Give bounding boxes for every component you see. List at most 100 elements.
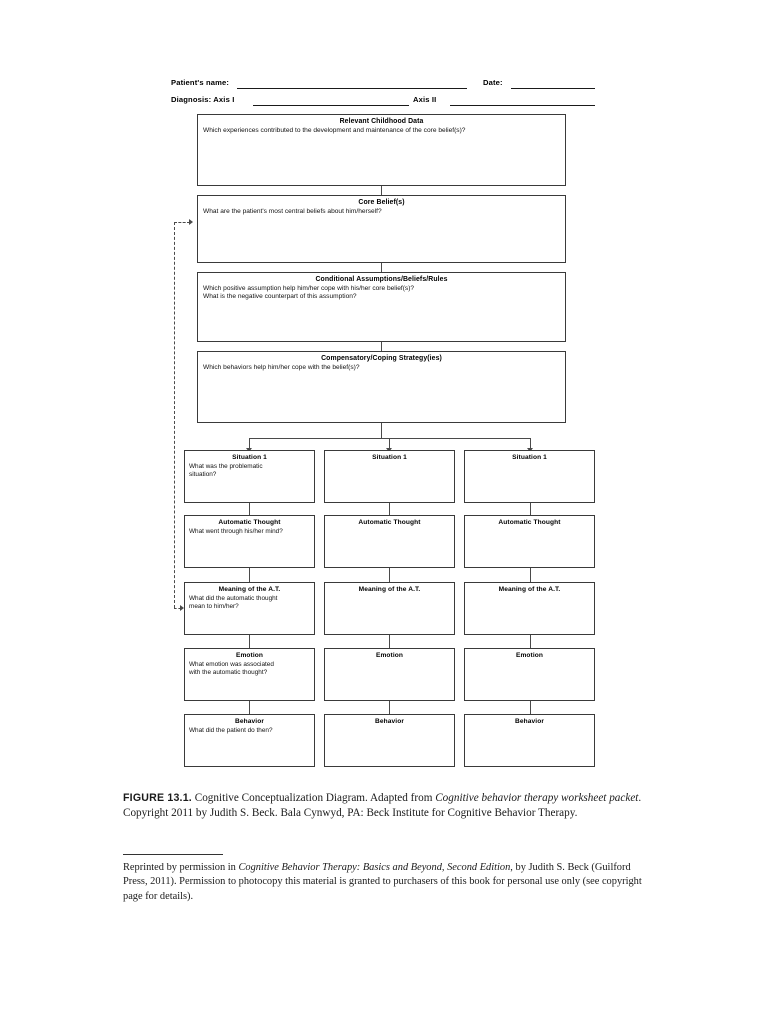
- connector-col2-meaning-to-emotion: [389, 635, 390, 648]
- box-behavior-col3[interactable]: Behavior: [464, 714, 595, 767]
- box-title: Meaning of the A.T.: [498, 586, 561, 593]
- connector-col3-at-to-meaning: [530, 568, 531, 582]
- connector-col2-emotion-to-behavior: [389, 701, 390, 714]
- box-situation-col3[interactable]: Situation 1: [464, 450, 595, 503]
- prompt-line: with the automatic thought?: [189, 668, 268, 676]
- feedback-loop-top-segment: [174, 222, 190, 223]
- box-behavior-col1[interactable]: Behavior What did the patient do then?: [184, 714, 315, 767]
- connector-assumptions-to-strategies: [381, 342, 382, 351]
- box-title: Compensatory/Coping Strategy(ies): [321, 355, 442, 363]
- box-automatic-thought-col2[interactable]: Automatic Thought: [324, 515, 455, 568]
- box-title: Emotion: [515, 652, 544, 659]
- prompt-line: What was the problematic: [189, 462, 263, 470]
- footnote-text-1: Reprinted by permission in: [123, 862, 239, 873]
- prompt-line: Which positive assumption help him/her c…: [203, 284, 415, 292]
- box-prompt: What went through his/her mind?: [185, 528, 314, 536]
- caption-italic-1: Cognitive behavior therapy worksheet pac…: [435, 792, 639, 804]
- box-prompt: What did the patient do then?: [185, 727, 314, 735]
- box-prompt: What are the patient's most central beli…: [198, 208, 565, 217]
- box-prompt: What was the problematic situation?: [185, 463, 314, 480]
- prompt-line: Which experiences contributed to the dev…: [203, 126, 466, 134]
- patient-name-field[interactable]: [237, 88, 467, 89]
- box-conditional-assumptions[interactable]: Conditional Assumptions/Beliefs/Rules Wh…: [197, 272, 566, 342]
- footnote-text: Reprinted by permission in Cognitive Beh…: [123, 861, 651, 904]
- prompt-line: Which behaviors help him/her cope with t…: [203, 363, 360, 371]
- patient-name-label: Patient's name:: [171, 78, 230, 87]
- connector-col3-meaning-to-emotion: [530, 635, 531, 648]
- box-core-beliefs[interactable]: Core Belief(s) What are the patient's mo…: [197, 195, 566, 263]
- connector-col3-situation-to-at: [530, 503, 531, 515]
- box-title: Automatic Thought: [498, 519, 561, 526]
- connector-col1-meaning-to-emotion: [249, 635, 250, 648]
- box-emotion-col2[interactable]: Emotion: [324, 648, 455, 701]
- box-title: Behavior: [374, 718, 405, 725]
- box-title: Automatic Thought: [218, 519, 281, 526]
- feedback-loop-bottom-segment: [174, 608, 181, 609]
- connector-branch-col1: [249, 438, 250, 449]
- connector-col1-emotion-to-behavior: [249, 701, 250, 714]
- box-title: Emotion: [375, 652, 404, 659]
- box-title: Meaning of the A.T.: [358, 586, 421, 593]
- connector-branch-col3: [530, 438, 531, 449]
- connector-col3-emotion-to-behavior: [530, 701, 531, 714]
- figure-caption: FIGURE 13.1. Cognitive Conceptualization…: [123, 791, 653, 821]
- prompt-line: What went through his/her mind?: [189, 527, 283, 535]
- footnote-italic-1: Cognitive Behavior Therapy: Basics and B…: [238, 862, 511, 873]
- prompt-line: mean to him/her?: [189, 602, 239, 610]
- box-emotion-col3[interactable]: Emotion: [464, 648, 595, 701]
- box-title: Behavior: [514, 718, 545, 725]
- box-prompt: What did the automatic thought mean to h…: [185, 595, 314, 612]
- prompt-line: What emotion was associated: [189, 660, 274, 668]
- box-situation-col1[interactable]: Situation 1 What was the problematic sit…: [184, 450, 315, 503]
- box-prompt: What emotion was associated with the aut…: [185, 661, 314, 678]
- box-meaning-col3[interactable]: Meaning of the A.T.: [464, 582, 595, 635]
- box-title: Emotion: [235, 652, 264, 659]
- prompt-line: What did the patient do then?: [189, 726, 273, 734]
- box-prompt: Which behaviors help him/her cope with t…: [198, 364, 565, 373]
- box-situation-col2[interactable]: Situation 1: [324, 450, 455, 503]
- connector-col1-situation-to-at: [249, 503, 250, 515]
- connector-col2-at-to-meaning: [389, 568, 390, 582]
- connector-childhood-to-corebelief: [381, 186, 382, 196]
- box-title: Relevant Childhood Data: [339, 118, 424, 126]
- box-behavior-col2[interactable]: Behavior: [324, 714, 455, 767]
- footnote-divider: [123, 854, 223, 855]
- connector-col2-situation-to-at: [389, 503, 390, 515]
- connector-strategies-stem: [381, 423, 382, 439]
- date-label: Date:: [483, 78, 503, 87]
- connector-corebelief-to-assumptions: [381, 263, 382, 272]
- box-meaning-col2[interactable]: Meaning of the A.T.: [324, 582, 455, 635]
- diagnosis-axis2-field[interactable]: [450, 105, 595, 106]
- feedback-loop-vertical: [174, 222, 175, 608]
- box-automatic-thought-col3[interactable]: Automatic Thought: [464, 515, 595, 568]
- footnote-text-2: , by Judith S. Beck (Guilford Press, 201…: [123, 862, 642, 902]
- box-title: Automatic Thought: [358, 519, 421, 526]
- box-title: Meaning of the A.T.: [218, 586, 281, 593]
- box-title: Situation 1: [512, 454, 547, 461]
- box-title: Situation 1: [232, 454, 267, 461]
- caption-text-1: Cognitive Conceptualization Diagram. Ada…: [191, 792, 436, 804]
- box-emotion-col1[interactable]: Emotion What emotion was associated with…: [184, 648, 315, 701]
- prompt-line: situation?: [189, 470, 217, 478]
- box-title: Situation 1: [372, 454, 407, 461]
- feedback-loop-arrow-to-meaning: [180, 605, 184, 611]
- date-field[interactable]: [511, 88, 595, 89]
- prompt-line: What did the automatic thought: [189, 594, 278, 602]
- box-compensatory-strategies[interactable]: Compensatory/Coping Strategy(ies) Which …: [197, 351, 566, 423]
- box-automatic-thought-col1[interactable]: Automatic Thought What went through his/…: [184, 515, 315, 568]
- feedback-loop-arrow-to-core-belief: [189, 219, 193, 225]
- box-title: Conditional Assumptions/Beliefs/Rules: [315, 276, 448, 284]
- figure-label: FIGURE 13.1.: [123, 792, 192, 804]
- box-title: Behavior: [234, 718, 265, 725]
- box-meaning-col1[interactable]: Meaning of the A.T. What did the automat…: [184, 582, 315, 635]
- box-relevant-childhood-data[interactable]: Relevant Childhood Data Which experience…: [197, 114, 566, 186]
- caption-text-2: . Copyright 2011 by Judith S. Beck. Bala…: [123, 792, 642, 820]
- connector-branch-col2: [389, 438, 390, 449]
- box-prompt: Which experiences contributed to the dev…: [198, 127, 565, 136]
- prompt-line: What is the negative counterpart of this…: [203, 293, 357, 301]
- connector-col1-at-to-meaning: [249, 568, 250, 582]
- box-prompt: Which positive assumption help him/her c…: [198, 285, 565, 302]
- diagnosis-axis1-field[interactable]: [253, 105, 409, 106]
- prompt-line: What are the patient's most central beli…: [203, 207, 382, 215]
